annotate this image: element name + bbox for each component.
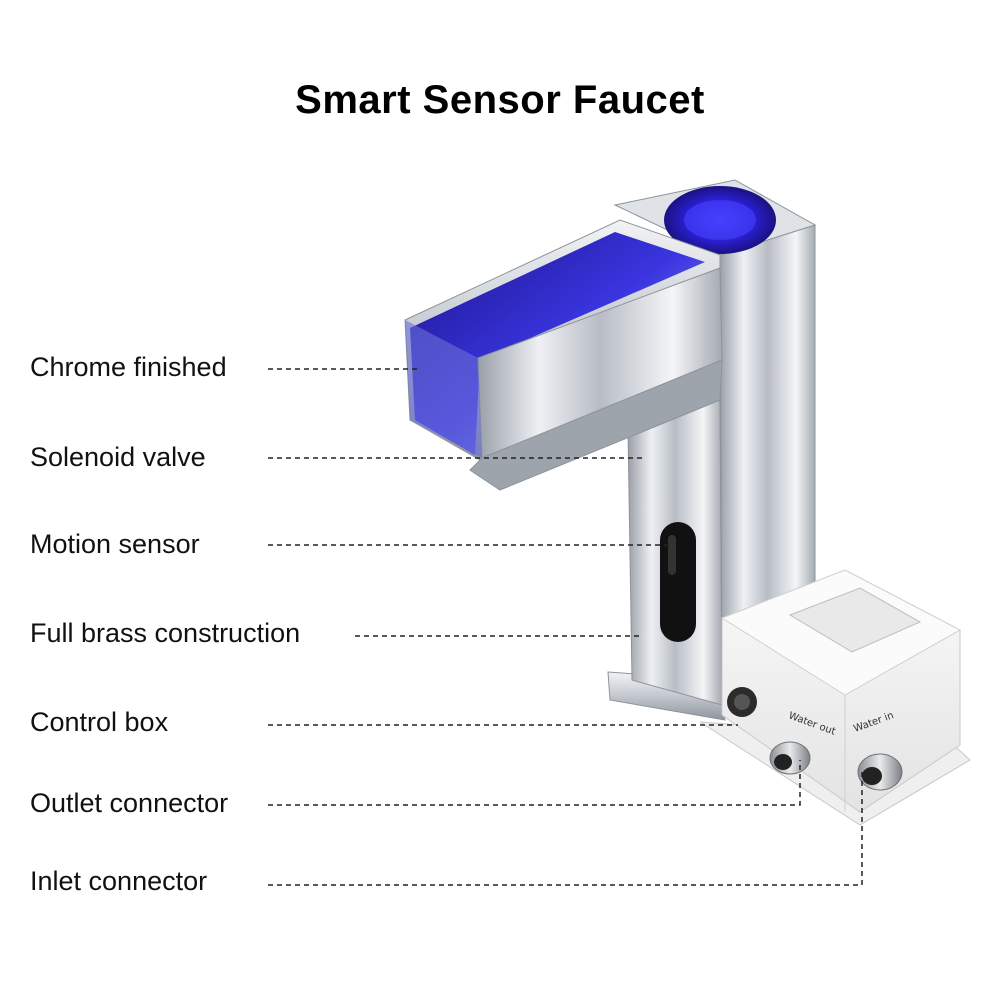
leader-outlet-connector bbox=[268, 760, 801, 806]
page-title: Smart Sensor Faucet bbox=[295, 78, 705, 122]
faucet-body bbox=[613, 179, 817, 706]
leader-inlet-connector bbox=[268, 772, 863, 886]
control-box: Water out Water in bbox=[699, 569, 971, 826]
leader-lines bbox=[268, 368, 863, 886]
label-full-brass-construction: Full brass construction bbox=[30, 618, 301, 648]
label-motion-sensor: Motion sensor bbox=[30, 529, 200, 559]
label-outlet-connector: Outlet connector bbox=[30, 788, 229, 818]
battery-label bbox=[788, 587, 922, 653]
label-inlet-connector: Inlet connector bbox=[30, 866, 208, 896]
label-control-box: Control box bbox=[30, 707, 169, 737]
faucet-spout bbox=[404, 219, 723, 491]
label-solenoid-valve: Solenoid valve bbox=[30, 442, 206, 472]
label-chrome-finished: Chrome finished bbox=[30, 352, 227, 382]
motion-sensor-window bbox=[660, 522, 696, 642]
